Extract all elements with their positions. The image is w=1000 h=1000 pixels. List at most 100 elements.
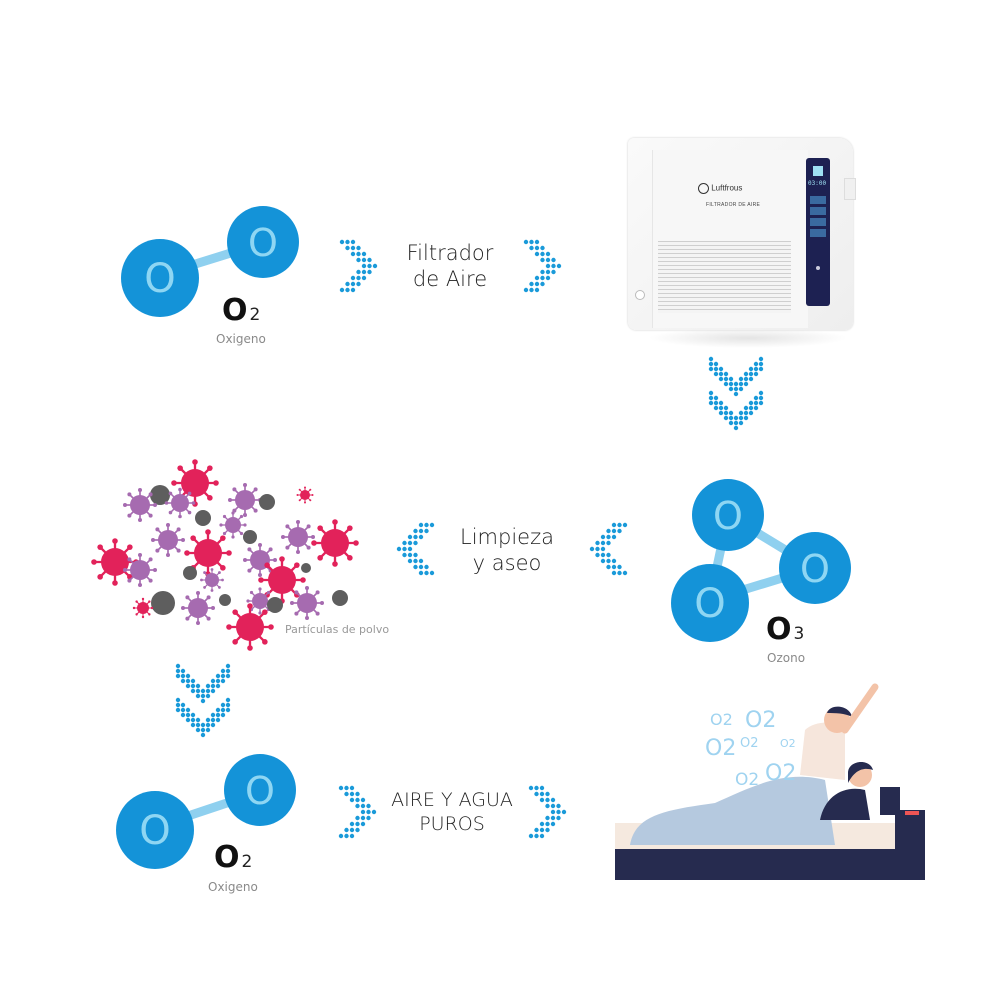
arrow-dot bbox=[195, 683, 201, 689]
arrow-dot bbox=[708, 400, 714, 406]
arrow-dot bbox=[748, 371, 754, 377]
o2-bubble: O2 bbox=[735, 770, 759, 790]
atom-letter: O bbox=[800, 547, 830, 591]
dotted-arrow-right-icon bbox=[338, 785, 377, 839]
arrow-dot bbox=[225, 702, 231, 708]
label-line: Filtrador bbox=[406, 241, 494, 265]
arrow-dot bbox=[758, 361, 764, 367]
arrow-dot bbox=[225, 697, 231, 703]
arrow-dot bbox=[738, 415, 744, 421]
o2-bubble: O2 bbox=[745, 708, 776, 733]
arrow-dot bbox=[360, 803, 366, 809]
arrow-dot bbox=[205, 727, 211, 733]
arrow-dot bbox=[723, 405, 729, 411]
arrow-dot bbox=[748, 366, 754, 372]
arrow-dot bbox=[561, 809, 567, 815]
arrow-dot bbox=[540, 269, 545, 275]
arrow-dot bbox=[753, 395, 759, 401]
man-hair bbox=[827, 706, 852, 717]
arrow-dot bbox=[180, 668, 186, 674]
brand-name: Luftfrous bbox=[711, 183, 743, 193]
arrow-dot bbox=[350, 275, 356, 281]
arrow-dot bbox=[350, 281, 356, 287]
arrow-dot bbox=[622, 522, 628, 528]
arrow-dot bbox=[180, 678, 186, 684]
power-button[interactable] bbox=[635, 290, 645, 300]
arrow-dot bbox=[617, 528, 622, 534]
arrow-dot bbox=[728, 410, 734, 416]
arrow-dot bbox=[728, 420, 734, 426]
arrow-dot bbox=[407, 534, 413, 540]
arrow-dot bbox=[753, 361, 759, 367]
arrow-dot bbox=[344, 785, 349, 791]
o2-bubble: O2 bbox=[740, 736, 759, 751]
arrow-dot bbox=[355, 803, 360, 809]
o2-caption-bottom: Oxigeno bbox=[208, 880, 258, 894]
arrow-dot bbox=[718, 376, 724, 382]
arrow-dot bbox=[556, 803, 561, 809]
arrow-dot bbox=[402, 546, 407, 552]
arrow-dot bbox=[748, 405, 754, 411]
arrow-dot bbox=[190, 678, 196, 684]
arrow-dot bbox=[728, 415, 734, 421]
device-control-panel: 03:00 bbox=[806, 158, 830, 306]
arrow-dot bbox=[349, 821, 355, 827]
arrow-dot bbox=[733, 391, 739, 397]
o2-caption-top: Oxigeno bbox=[216, 332, 266, 346]
arrow-dot bbox=[529, 281, 534, 287]
arrow-dot bbox=[396, 546, 402, 552]
arrow-dot bbox=[748, 400, 754, 406]
arrow-dot bbox=[753, 371, 759, 377]
virus-red-icon bbox=[311, 519, 359, 567]
o2-bubble: O2 bbox=[705, 736, 736, 761]
arrow-dot bbox=[556, 809, 561, 815]
arrow-dot bbox=[606, 558, 611, 564]
arrow-dot bbox=[366, 815, 371, 821]
arrow-dot bbox=[418, 558, 424, 564]
arrow-dot bbox=[200, 732, 206, 738]
arrow-dot bbox=[205, 717, 211, 723]
arrow-dot bbox=[600, 552, 606, 558]
arrow-dot bbox=[611, 528, 617, 534]
arrow-dot bbox=[733, 381, 739, 387]
formula-main: O bbox=[766, 612, 792, 647]
arrow-dot bbox=[738, 376, 744, 382]
arrow-dot bbox=[345, 287, 350, 293]
label-line: Limpieza bbox=[460, 525, 554, 549]
arrow-dot bbox=[534, 239, 540, 245]
control-buttons[interactable] bbox=[810, 196, 826, 240]
arrow-dot bbox=[360, 797, 366, 803]
arrow-dot bbox=[600, 534, 606, 540]
dust-particle bbox=[301, 563, 311, 573]
arrow-dot bbox=[545, 263, 551, 269]
arrow-dot bbox=[345, 281, 350, 287]
particles-caption: Partículas de polvo bbox=[285, 623, 390, 636]
arrow-dot bbox=[545, 251, 551, 257]
arrow-dot bbox=[534, 245, 540, 251]
arrow-dot bbox=[185, 707, 191, 713]
arrow-dot bbox=[748, 410, 754, 416]
o2-bubble: O2 bbox=[710, 710, 733, 729]
virus-purple-icon bbox=[200, 568, 224, 592]
arrow-dot bbox=[355, 815, 360, 821]
arrow-dot bbox=[708, 395, 714, 401]
arrow-dot bbox=[713, 405, 719, 411]
arrow-dot bbox=[220, 702, 226, 708]
arrow-dot bbox=[361, 251, 367, 257]
arrow-dot bbox=[360, 809, 366, 815]
arrow-dot bbox=[606, 552, 611, 558]
arrow-dot bbox=[349, 785, 355, 791]
arrow-dot bbox=[349, 827, 355, 833]
arrow-dot bbox=[529, 245, 534, 251]
arrow-dot bbox=[413, 552, 418, 558]
arrow-dot bbox=[215, 712, 221, 718]
arrow-dot bbox=[345, 239, 350, 245]
arrow-dot bbox=[344, 827, 349, 833]
arrow-dot bbox=[534, 827, 539, 833]
step-label-limpieza: Limpieza y aseo bbox=[447, 524, 567, 576]
arrow-dot bbox=[617, 570, 622, 576]
arrow-dot bbox=[175, 673, 181, 679]
woman-body bbox=[820, 788, 870, 820]
